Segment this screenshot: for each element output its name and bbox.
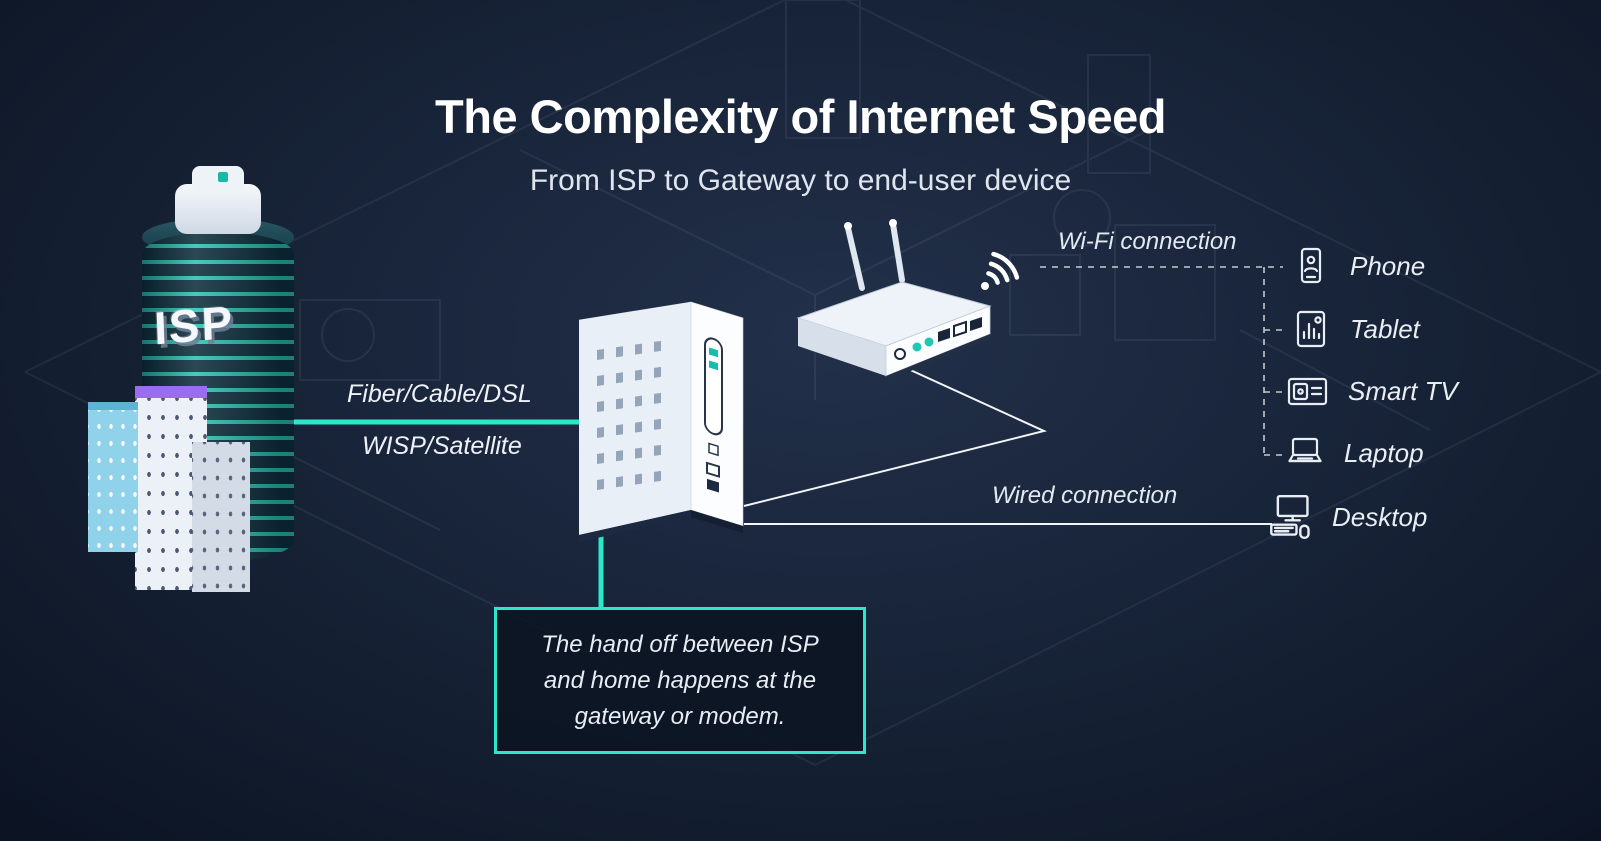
modem-port-1 [706,461,720,478]
isp-building: ISP [80,166,330,610]
wifi-connection-label: Wi-Fi connection [1058,228,1237,255]
device-label-phone: Phone [1350,250,1426,281]
router-led-1 [912,342,922,352]
modem-vent-holes [597,340,661,490]
page-title: The Complexity of Internet Speed [435,90,1166,144]
router-antennas [845,221,905,291]
router-power-button [894,348,906,360]
gateway-modem [578,301,744,542]
modem-bottom-trim-side [691,510,743,533]
callout-text: The hand off between ISP and home happen… [541,630,819,730]
device-row-laptop: Laptop [1284,432,1424,474]
router-port-2 [953,320,967,338]
small-building-blue [88,402,138,552]
router-port-3 [970,317,982,331]
router-bottom-trim [886,334,990,381]
router-front-face [798,318,886,376]
gateway-to-router-cable [743,367,1048,507]
router-port-1 [938,328,950,342]
modem-port-2 [707,478,719,493]
device-row-smart-tv: Smart TV [1286,370,1458,412]
modem-led-2 [709,360,718,371]
device-row-phone: Phone [1290,245,1425,287]
smart-tv-icon [1287,377,1328,406]
laptop-icon [1288,437,1322,463]
device-label-desktop: Desktop [1332,501,1428,532]
isp-label: ISP [153,295,235,355]
isp-roof-light [218,172,228,182]
device-label-tablet: Tablet [1350,313,1420,344]
small-building-gray [192,442,250,592]
router-led-2 [924,337,934,347]
modem-button [708,442,719,457]
page-subtitle: From ISP to Gateway to end-user device [529,164,1072,197]
desktop-icon [1270,494,1310,540]
tablet-icon [1296,310,1326,348]
device-row-desktop: Desktop [1268,494,1427,540]
phone-icon [1300,247,1322,284]
wifi-connection-dashed-line [1040,266,1283,456]
fiber-cable-dsl-label: Fiber/Cable/DSL [347,380,532,408]
modem-status-panel [704,337,723,493]
wisp-satellite-label: WISP/Satellite [362,432,522,460]
wifi-router [796,219,992,381]
modem-led-1 [709,347,718,358]
modem-bottom-trim-front [579,510,691,542]
device-label-laptop: Laptop [1344,437,1424,468]
isp-roof-unit [175,184,261,234]
callout-box: The hand off between ISP and home happen… [494,607,866,754]
wired-connection-label: Wired connection [992,482,1178,509]
modem-front-face [579,302,691,535]
device-label-smart-tv: Smart TV [1348,375,1458,406]
device-row-tablet: Tablet [1290,308,1420,350]
wifi-signal-icon [981,251,1020,290]
